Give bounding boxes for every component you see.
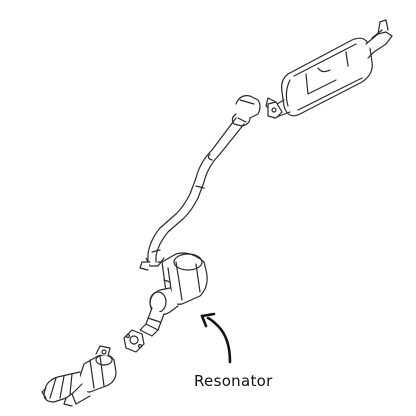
front-catalytic-converter xyxy=(77,345,117,393)
tailpipe xyxy=(365,19,393,59)
middle-pipe xyxy=(147,117,245,263)
front-pipes xyxy=(41,371,91,407)
over-axle-pipe xyxy=(231,95,261,127)
callout-arrow xyxy=(200,312,232,364)
rear-muffler xyxy=(265,19,393,119)
resonator-label: Resonator xyxy=(194,372,273,390)
rear-flange xyxy=(267,101,283,119)
resonator-inlet xyxy=(139,287,179,337)
front-flange xyxy=(123,329,145,353)
